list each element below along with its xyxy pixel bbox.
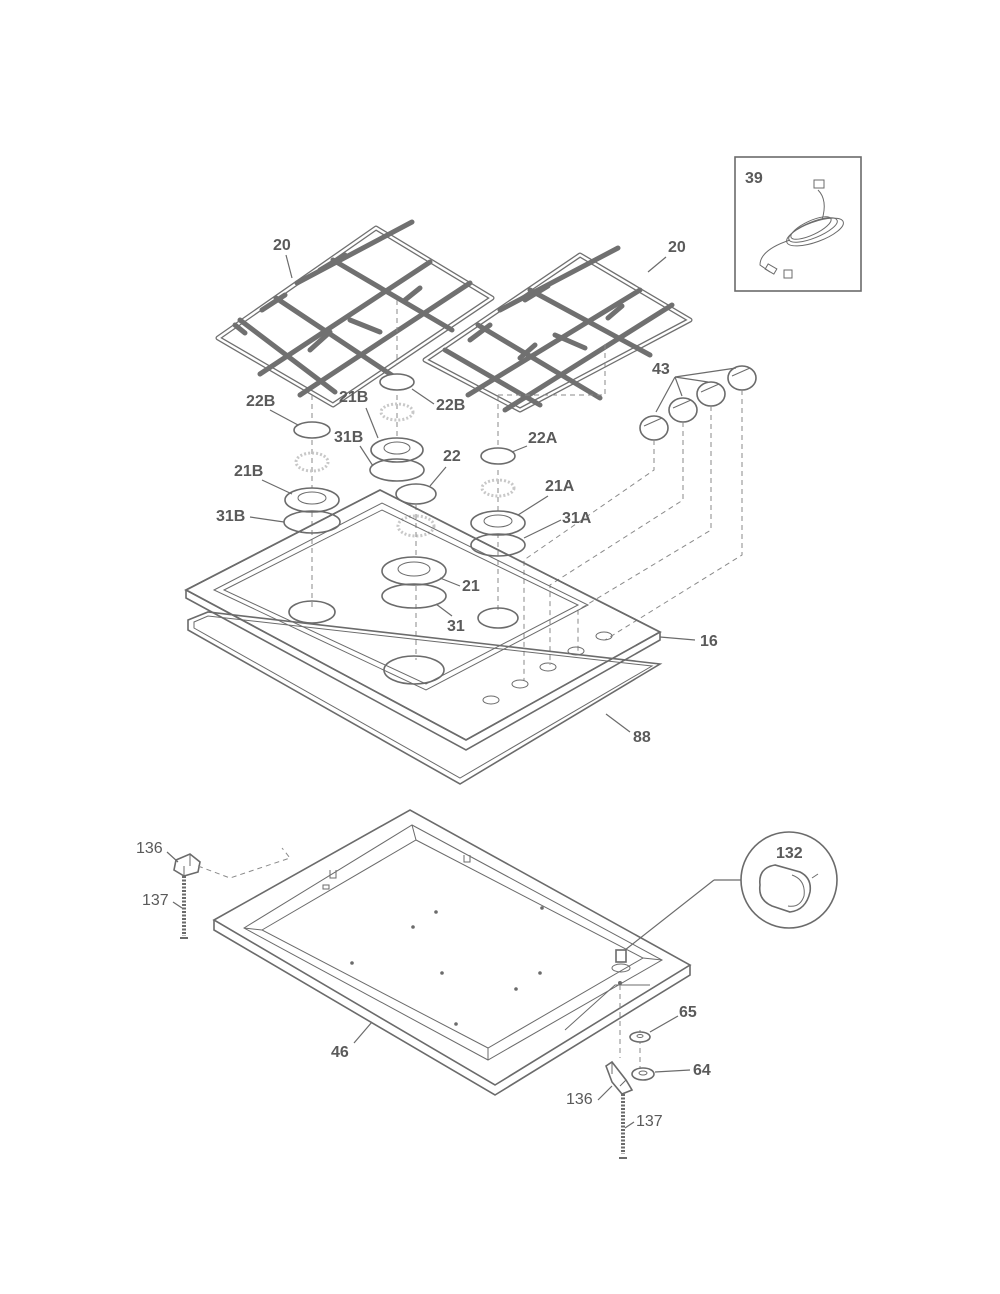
- grommet: [629, 1031, 651, 1043]
- callout-21a: 21A: [545, 478, 575, 495]
- callout-clip: 64: [693, 1062, 711, 1079]
- callout-grommet: 65: [679, 1004, 697, 1021]
- gasket: [187, 611, 663, 785]
- ring-31: [381, 583, 447, 609]
- callout-22b-left: 22B: [246, 393, 275, 410]
- burner-box: [212, 809, 692, 1096]
- callout-gasket: 88: [633, 729, 651, 746]
- ring-31a: [470, 533, 526, 557]
- callout-22b-mid: 22B: [436, 397, 465, 414]
- burner-head-21b-mid: [370, 437, 424, 463]
- callout-21: 21: [462, 578, 480, 595]
- callout-igniter-module: 132: [776, 845, 803, 862]
- knob-3: [696, 381, 726, 407]
- power-cord-icon: [759, 179, 844, 279]
- grate-right: [422, 245, 693, 413]
- callout-31b-mid: 31B: [334, 429, 363, 446]
- callout-bracket-left: 136: [136, 840, 163, 857]
- callout-burner-box: 46: [331, 1044, 349, 1061]
- callout-cooktop: 16: [700, 633, 718, 650]
- callout-grate-right: 20: [668, 239, 686, 256]
- callout-31a: 31A: [562, 510, 592, 527]
- igniter-module-icon: [758, 864, 819, 913]
- knob-1: [639, 415, 669, 441]
- callout-22: 22: [443, 448, 461, 465]
- callout-power-cord: 39: [745, 170, 763, 187]
- clip: [631, 1067, 655, 1081]
- cooktop-top: [184, 489, 662, 751]
- callout-bracket-right: 136: [566, 1091, 593, 1108]
- callout-21b-left: 21B: [234, 463, 263, 480]
- cap-22: [395, 483, 437, 505]
- callout-22a: 22A: [528, 430, 558, 447]
- burner-head-21b-left: [284, 487, 340, 513]
- callout-knobs: 43: [652, 361, 670, 378]
- callout-31b-left: 31B: [216, 508, 245, 525]
- igniter-module-mount: [611, 949, 631, 985]
- burner-head-21: [381, 556, 447, 586]
- bracket-left: [173, 853, 201, 877]
- knob-4: [727, 365, 757, 391]
- callout-screw-left: 137: [142, 892, 169, 909]
- knob-2: [668, 397, 698, 423]
- callout-21b-mid: 21B: [339, 389, 368, 406]
- callout-31: 31: [447, 618, 465, 635]
- power-cord-inset: [734, 156, 862, 292]
- ring-31b-mid: [369, 458, 425, 482]
- cap-22b-mid: [379, 373, 415, 391]
- cap-22a: [480, 447, 516, 465]
- callout-screw-right: 137: [636, 1113, 663, 1130]
- screw-right: [619, 1094, 627, 1159]
- cap-22b-left: [293, 421, 331, 439]
- screw-left: [180, 876, 188, 939]
- grate-left: [215, 219, 495, 408]
- bracket-right: [605, 1060, 634, 1095]
- callout-grate-left: 20: [273, 237, 291, 254]
- igniter-module-inset: [624, 831, 838, 951]
- burner-head-21a: [470, 510, 526, 536]
